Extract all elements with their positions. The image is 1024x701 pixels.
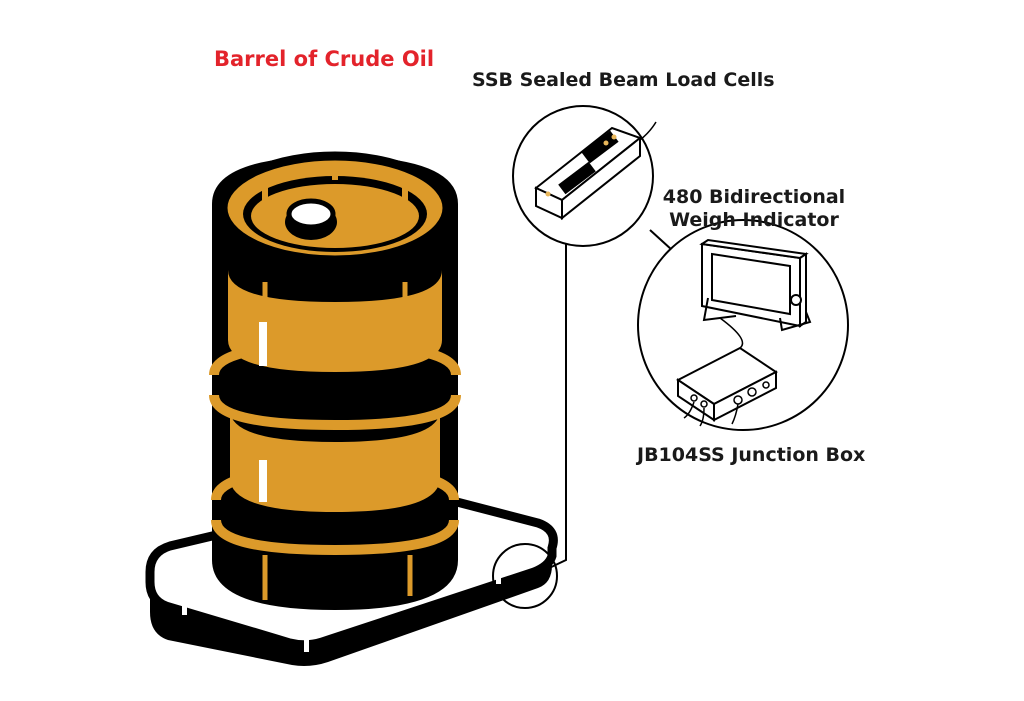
barrel-title: Barrel of Crude Oil (214, 47, 435, 71)
oil-barrel (209, 151, 461, 610)
junction-box-label: JB104SS Junction Box (637, 444, 866, 466)
scale-corner-callout-circle (492, 543, 558, 609)
barrel-highlight-1 (259, 322, 267, 366)
indicator-label: 480 Bidirectional Weigh Indicator (654, 186, 854, 232)
indicator-label-line1: 480 Bidirectional (662, 186, 846, 208)
platform-mark-1 (182, 597, 187, 615)
connector-lines (544, 229, 673, 571)
load-cells-label: SSB Sealed Beam Load Cells (472, 69, 775, 91)
load-cell-icon (534, 121, 657, 221)
barrel-highlight-2 (259, 460, 267, 502)
platform-mark-2 (304, 632, 309, 652)
indicator-label-line2: Weigh Indicator (669, 209, 839, 231)
weigh-indicator-icon (699, 238, 812, 349)
cable-loadcell-to-scale (544, 240, 567, 571)
junction-box-icon (676, 346, 778, 427)
callout-line-indicator (649, 229, 673, 251)
platform-mark-3 (496, 566, 501, 584)
